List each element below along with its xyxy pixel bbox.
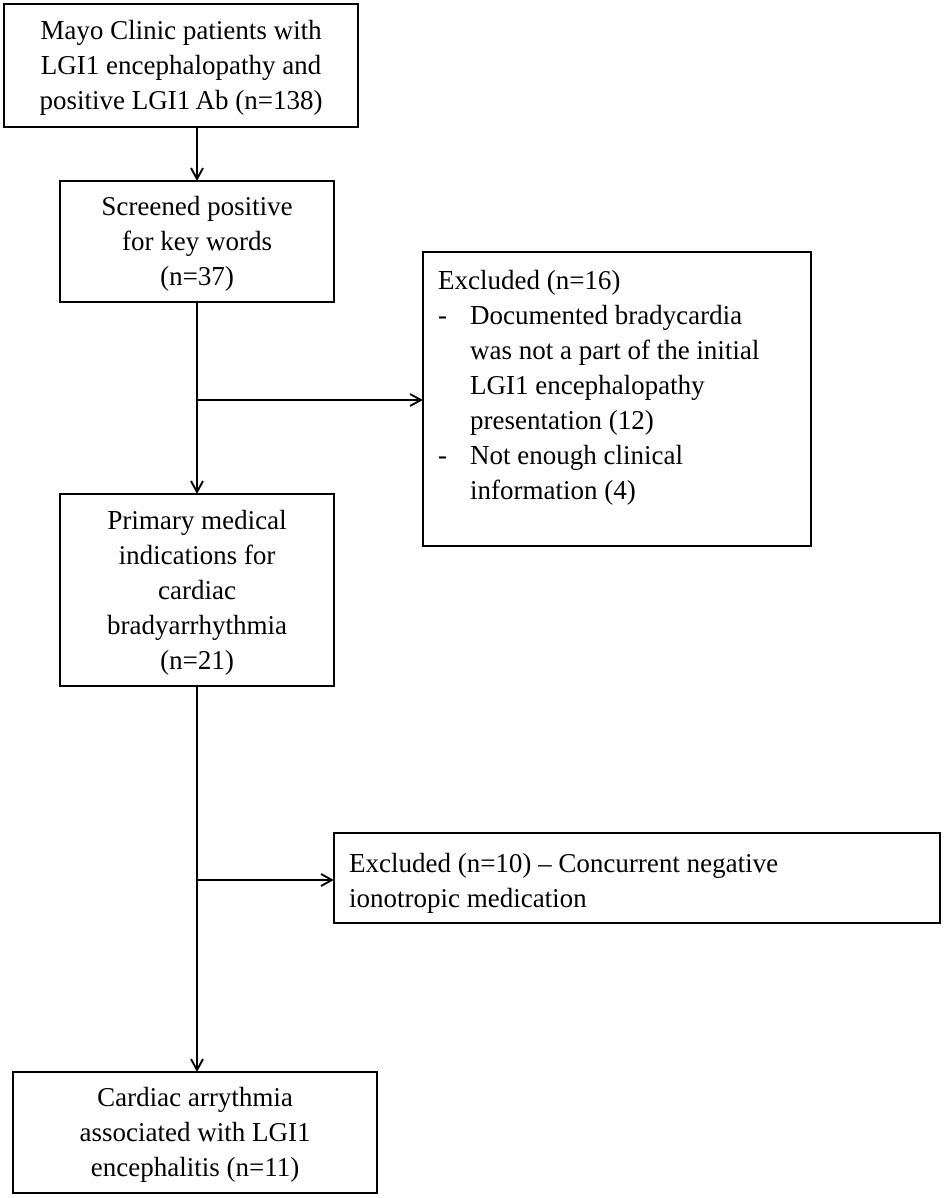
box-line: Mayo Clinic patients with — [40, 15, 322, 45]
excluded-heading: Excluded (n=16) — [438, 265, 621, 295]
bullet-line: information (4) — [470, 475, 636, 505]
box-excluded-10: Excluded (n=10) – Concurrent negative io… — [333, 832, 941, 924]
bullet-line: Not enough clinical — [470, 440, 683, 470]
box-line: (n=21) — [160, 644, 234, 675]
box-line: positive LGI1 Ab (n=138) — [39, 85, 323, 115]
bullet-line: LGI1 encephalopathy — [470, 370, 705, 400]
box-line: Screened positive — [101, 191, 293, 221]
excluded-reason-bradycardia: - Documented bradycardia was not a part … — [438, 298, 796, 438]
bullet-line: presentation (12) — [470, 405, 654, 435]
bullet-line: was not a part of the initial — [470, 335, 760, 365]
box-line: associated with LGI1 — [79, 1117, 311, 1147]
box-line: Cardiac arrythmia — [97, 1082, 293, 1112]
bullet-line: Documented bradycardia — [470, 300, 743, 330]
box-line: LGI1 encephalopathy and — [40, 50, 322, 80]
excluded-reason-clinical-info: - Not enough clinical information (4) — [438, 438, 796, 508]
box-screened-positive: Screened positive for key words (n=37) — [59, 180, 335, 303]
bullet-dash: - — [438, 440, 447, 470]
bullet-dash: - — [438, 300, 447, 330]
box-mayo-clinic-patients: Mayo Clinic patients with LGI1 encephalo… — [3, 3, 359, 128]
box-excluded-16: Excluded (n=16) - Documented bradycardia… — [422, 251, 812, 547]
box-line: ionotropic medication — [349, 883, 587, 913]
box-primary-medical-indications: Primary medical indications for cardiac … — [59, 493, 335, 687]
box-line: (n=37) — [160, 261, 234, 291]
box-line: indications for — [118, 539, 276, 570]
box-line: cardiac — [158, 574, 236, 605]
box-line: for key words — [122, 226, 272, 256]
box-line: Excluded (n=10) – Concurrent negative — [349, 848, 779, 878]
box-line: bradyarrhythmia — [107, 609, 287, 640]
box-line: Primary medical — [107, 504, 287, 535]
box-line: encephalitis (n=11) — [90, 1152, 300, 1182]
box-cardiac-arrythmia: Cardiac arrythmia associated with LGI1 e… — [12, 1071, 378, 1194]
